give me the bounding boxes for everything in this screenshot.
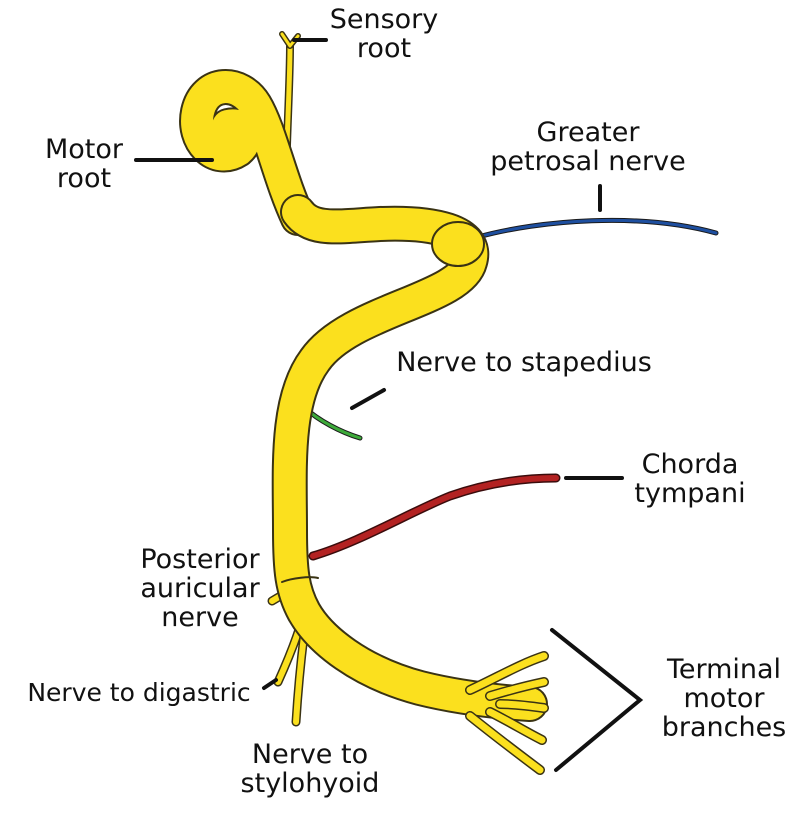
nerve-to-digastric-leader	[262, 678, 278, 690]
label-posterior-auricular-nerve: Posterior auricular nerve	[140, 544, 260, 633]
nerve-to-stapedius-leader	[350, 388, 386, 410]
label-terminal-motor-branches: Terminal motor branches	[661, 654, 787, 743]
label-motor-root: Motor root	[44, 134, 124, 194]
label-greater-petrosal-nerve: Greater petrosal nerve	[490, 117, 686, 177]
terminal-motor-branch-group	[465, 651, 549, 775]
nerve-to-stapedius-branch	[302, 405, 363, 441]
label-nerve-to-digastric: Nerve to digastric	[27, 678, 251, 707]
geniculate-ganglion	[431, 221, 485, 267]
label-nerve-to-stapedius: Nerve to stapedius	[396, 347, 652, 378]
terminal-motor-bracket	[550, 628, 644, 772]
label-chorda-tympani: Chorda tympani	[634, 449, 746, 509]
label-nerve-to-stylohyoid: Nerve to stylohyoid	[240, 739, 380, 799]
label-sensory-root: Sensory root	[329, 4, 439, 64]
trunk-band-mark	[281, 576, 319, 583]
